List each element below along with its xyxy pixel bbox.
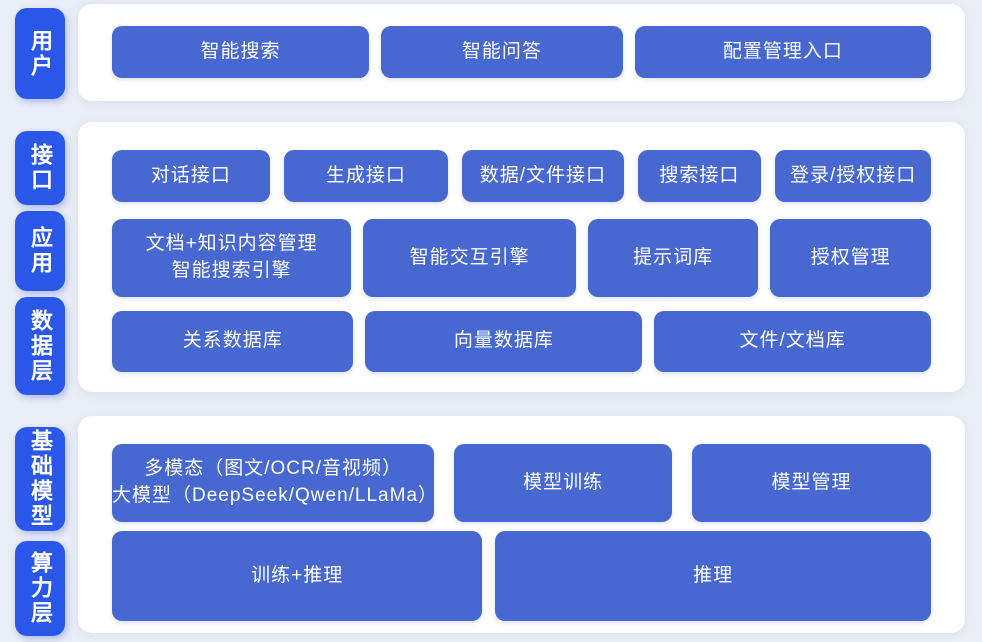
block-file-doc-store: 文件/文档库: [654, 311, 931, 372]
block-data-file-api: 数据/文件接口: [462, 150, 624, 202]
user-layer-panel: 智能搜索 智能问答 配置管理入口: [78, 4, 965, 101]
application-row: 文档+知识内容管理 智能搜索引擎 智能交互引擎 提示词库 授权管理: [112, 219, 931, 297]
block-inference: 推理: [495, 531, 931, 621]
block-dialog-api: 对话接口: [112, 150, 270, 202]
block-login-auth-api: 登录/授权接口: [775, 150, 931, 202]
layer-label-interface: 接口: [15, 131, 65, 205]
user-layer-label-column: 用户: [15, 4, 65, 101]
data-row: 关系数据库 向量数据库 文件/文档库: [112, 311, 931, 372]
block-model-mgmt: 模型管理: [691, 444, 931, 522]
layer-label-data: 数据层: [15, 297, 65, 395]
block-multimodal-llm: 多模态（图文/OCR/音视频） 大模型（DeepSeek/Qwen/LLaMa）: [112, 444, 437, 522]
block-auth-mgmt: 授权管理: [770, 219, 931, 297]
user-layer-row: 智能搜索 智能问答 配置管理入口: [112, 26, 932, 78]
foundation-compute-section: 基础模型 算力层 多模态（图文/OCR/音视频） 大模型（DeepSeek/Qw…: [15, 416, 965, 636]
layer-label-compute: 算力层: [15, 541, 65, 636]
layer-label-application: 应用: [15, 211, 65, 291]
bottom-layer-panel: 多模态（图文/OCR/音视频） 大模型（DeepSeek/Qwen/LLaMa）…: [78, 416, 965, 633]
bottom-layer-label-column: 基础模型 算力层: [15, 416, 65, 636]
block-model-training: 模型训练: [454, 444, 672, 522]
layer-label-user: 用户: [15, 8, 65, 99]
interface-application-data-section: 接口 应用 数据层 对话接口 生成接口 数据/文件接口 搜索接口 登录/授权接口…: [15, 122, 965, 395]
layer-label-foundation-model: 基础模型: [15, 427, 65, 531]
block-smart-search: 智能搜索: [112, 26, 370, 78]
block-search-api: 搜索接口: [637, 150, 762, 202]
block-smart-qa: 智能问答: [381, 26, 623, 78]
block-doc-knowledge-mgmt: 文档+知识内容管理 智能搜索引擎: [112, 219, 352, 297]
block-prompt-library: 提示词库: [588, 219, 759, 297]
middle-layer-panel: 对话接口 生成接口 数据/文件接口 搜索接口 登录/授权接口 文档+知识内容管理…: [78, 122, 965, 392]
block-relational-db: 关系数据库: [112, 311, 354, 372]
block-interaction-engine: 智能交互引擎: [363, 219, 577, 297]
block-training-inference: 训练+推理: [112, 531, 483, 621]
interface-row: 对话接口 生成接口 数据/文件接口 搜索接口 登录/授权接口: [112, 150, 931, 202]
middle-layer-label-column: 接口 应用 数据层: [15, 122, 65, 395]
block-generation-api: 生成接口: [283, 150, 449, 202]
user-layer-section: 用户 智能搜索 智能问答 配置管理入口: [15, 4, 965, 101]
foundation-model-row: 多模态（图文/OCR/音视频） 大模型（DeepSeek/Qwen/LLaMa）…: [112, 444, 931, 522]
compute-row: 训练+推理 推理: [112, 531, 931, 621]
block-config-entry: 配置管理入口: [634, 26, 932, 78]
block-vector-db: 向量数据库: [365, 311, 643, 372]
